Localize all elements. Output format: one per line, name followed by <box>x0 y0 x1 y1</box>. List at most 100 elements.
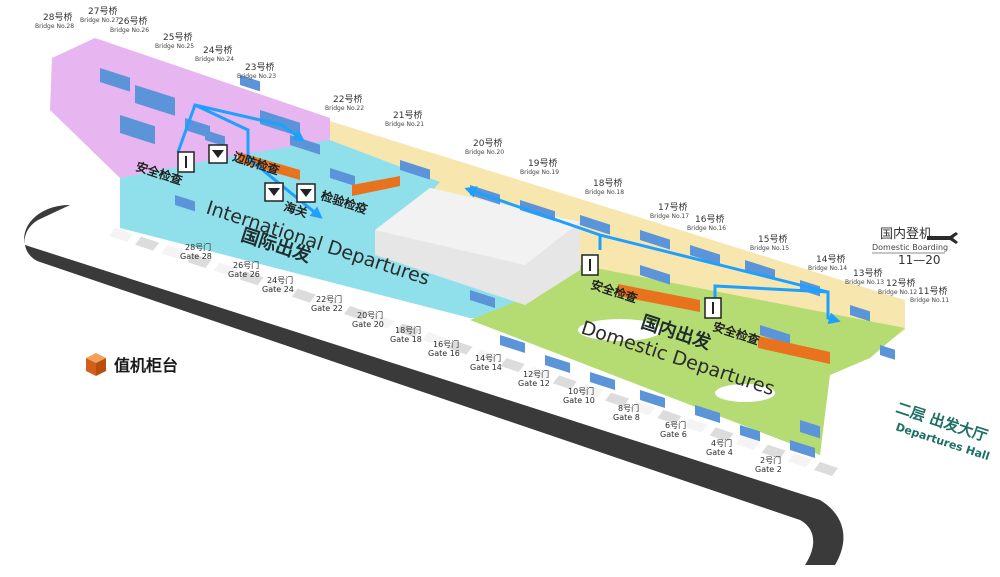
curb-segment <box>265 280 290 294</box>
bridge-label-en: Bridge No.21 <box>385 121 424 128</box>
gate-label-en: Gate 16 <box>428 349 460 358</box>
facility-block <box>745 260 775 280</box>
curb-segment <box>396 323 421 338</box>
curb-segment <box>683 418 708 433</box>
gate-label-cn: 26号门 <box>233 260 259 270</box>
bridge-label-en: Bridge No.12 <box>878 289 917 296</box>
bridge-label-cn: 24号桥 <box>203 44 232 56</box>
facility-block <box>640 390 665 408</box>
curb-segment <box>552 375 577 390</box>
bridge-label-cn: 21号桥 <box>393 109 422 121</box>
curb-segment <box>239 271 264 286</box>
gate-label-en: Gate 12 <box>518 379 550 388</box>
domestic-boarding-en: Domestic Boarding <box>872 243 948 252</box>
curb-segment <box>317 297 342 312</box>
curb-segment <box>735 436 760 450</box>
facility-block <box>470 290 495 308</box>
bridge-label-cn: 15号桥 <box>758 233 787 245</box>
gate-label-en: Gate 6 <box>660 430 687 439</box>
bridge-label-en: Bridge No.17 <box>650 213 689 220</box>
bridge-label-cn: 27号桥 <box>88 5 117 17</box>
bridge-label-cn: 12号桥 <box>886 277 915 289</box>
curb-segment <box>579 384 603 398</box>
curb-segment <box>448 340 473 355</box>
bridge-label-en: Bridge No.19 <box>520 169 559 176</box>
facility-block <box>205 130 225 147</box>
legend: 值机柜台 <box>86 353 178 376</box>
facility-block <box>640 265 670 285</box>
facility-block <box>590 372 615 390</box>
bridge-label-cn: 28号桥 <box>43 11 72 23</box>
gate-label-en: Gate 4 <box>706 448 733 457</box>
quarantine-icon <box>296 183 316 203</box>
intl-route <box>176 103 305 153</box>
facility-block <box>545 355 570 373</box>
gate-label-cn: 10号门 <box>568 386 594 396</box>
curb-segment <box>109 228 133 242</box>
curb-segment <box>187 254 212 268</box>
facility-block <box>690 245 720 265</box>
bridge-label-en: Bridge No.22 <box>325 105 364 112</box>
curb-segment <box>709 427 734 442</box>
checkin-counter-dom-2 <box>758 336 830 364</box>
curb-segment <box>422 332 447 346</box>
security-check-icon <box>177 151 195 173</box>
bridge-label-en: Bridge No.23 <box>237 73 276 80</box>
domestic-departures-area <box>470 265 905 455</box>
facility-block <box>400 160 430 180</box>
curb-segment <box>631 401 656 416</box>
bridge-label-en: Bridge No.28 <box>35 23 74 30</box>
domestic-lounge-oval-1 <box>578 319 662 341</box>
bridge-label-cn: 16号桥 <box>695 213 724 225</box>
gate-label-en: Gate 24 <box>262 285 294 294</box>
curb-band <box>109 228 838 476</box>
facility-block <box>760 325 790 345</box>
curb-segment <box>344 306 368 320</box>
facility-block <box>790 440 815 458</box>
bridge-label-en: Bridge No.25 <box>155 43 194 50</box>
domestic-boarding-info: 国内登机 Domestic Boarding 11—20 <box>872 226 958 267</box>
facility-block <box>695 405 720 423</box>
customs-label: 海关 <box>282 199 309 221</box>
curb-segment <box>787 453 812 468</box>
bridge-label-en: Bridge No.18 <box>585 189 624 196</box>
bridge-label-en: Bridge No.15 <box>750 245 789 252</box>
bridge-label-en: Bridge No.20 <box>465 149 504 156</box>
bridge-label-en: Bridge No.11 <box>910 297 949 304</box>
curb-segment <box>761 444 786 459</box>
facility-block <box>135 85 175 116</box>
gate-label-en: Gate 18 <box>390 335 422 344</box>
bridge-label-cn: 18号桥 <box>593 177 622 189</box>
bridge-label-en: Bridge No.24 <box>195 56 234 63</box>
facility-block <box>500 335 525 353</box>
curb-segment <box>526 366 551 381</box>
bridge-label-cn: 11号桥 <box>918 285 947 297</box>
central-hall-block-top <box>375 188 580 265</box>
bridge-label-en: Bridge No.14 <box>808 265 847 272</box>
airplane-icon <box>927 232 958 244</box>
gate-label-en: Gate 14 <box>470 363 502 372</box>
border-check-icon <box>208 144 228 164</box>
curb-segment <box>213 262 238 277</box>
curb-segment <box>291 288 316 303</box>
curb-segment <box>657 410 682 424</box>
gate-label-en: Gate 20 <box>352 320 384 329</box>
bridge-label-cn: 20号桥 <box>473 137 502 149</box>
checkin-counter-intl-1 <box>238 152 300 180</box>
customs-icon <box>264 182 284 202</box>
bridge-label-en: Bridge No.16 <box>687 225 726 232</box>
gate-label-cn: 6号门 <box>665 420 686 430</box>
bridge-label-en: Bridge No.13 <box>845 279 884 286</box>
bridge-label-cn: 22号桥 <box>333 93 362 105</box>
facility-block <box>640 230 670 250</box>
curb-segment <box>370 314 395 329</box>
international-departures-area <box>120 140 520 320</box>
domestic-lounge-oval-2 <box>715 384 775 402</box>
facility-block <box>330 168 355 186</box>
facility-block <box>800 420 820 439</box>
gate-label-en: Gate 22 <box>311 304 343 313</box>
bridge-label-cn: 14号桥 <box>816 253 845 265</box>
facility-block <box>185 118 210 138</box>
